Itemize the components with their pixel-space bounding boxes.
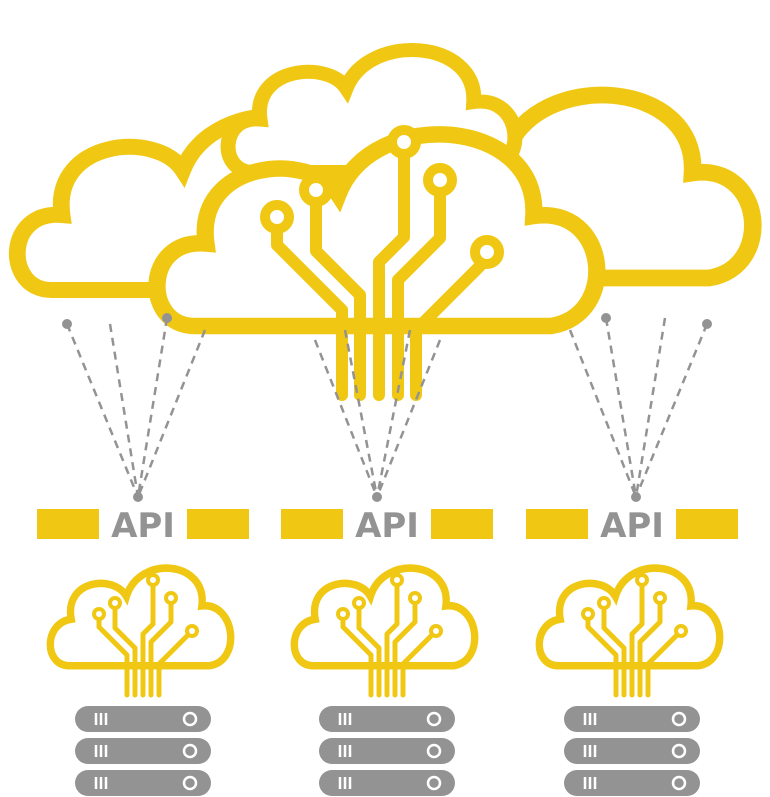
connection-endpoints xyxy=(62,313,712,502)
server-unit xyxy=(75,770,211,796)
api-bar-right xyxy=(431,509,493,539)
api-label: API xyxy=(600,506,664,546)
dashed-connection-lines xyxy=(65,317,709,498)
server-unit xyxy=(319,706,455,732)
server-unit xyxy=(75,738,211,764)
api-node: API xyxy=(281,506,493,796)
server-unit xyxy=(319,738,455,764)
server-rack-icon xyxy=(564,706,700,796)
api-bar-left xyxy=(281,509,343,539)
server-unit xyxy=(564,770,700,796)
server-unit xyxy=(564,706,700,732)
api-label: API xyxy=(111,506,175,546)
api-node: API xyxy=(526,506,738,796)
circuit-nodes-icon xyxy=(260,125,504,269)
api-bar-right xyxy=(676,509,738,539)
cloud-circuit-icon xyxy=(294,568,474,698)
server-rack-icon xyxy=(75,706,211,796)
api-bar-left xyxy=(526,509,588,539)
circuit-traces-icon xyxy=(271,146,491,401)
main-cloud-cluster xyxy=(17,50,753,502)
api-bar-right xyxy=(187,509,249,539)
server-unit xyxy=(75,706,211,732)
server-rack-icon xyxy=(319,706,455,796)
server-unit xyxy=(564,738,700,764)
api-label: API xyxy=(355,506,419,546)
cloud-circuit-icon xyxy=(50,568,230,698)
api-bar-left xyxy=(37,509,99,539)
cloud-circuit-icon xyxy=(539,568,719,698)
api-node: API xyxy=(37,506,249,796)
server-unit xyxy=(319,770,455,796)
